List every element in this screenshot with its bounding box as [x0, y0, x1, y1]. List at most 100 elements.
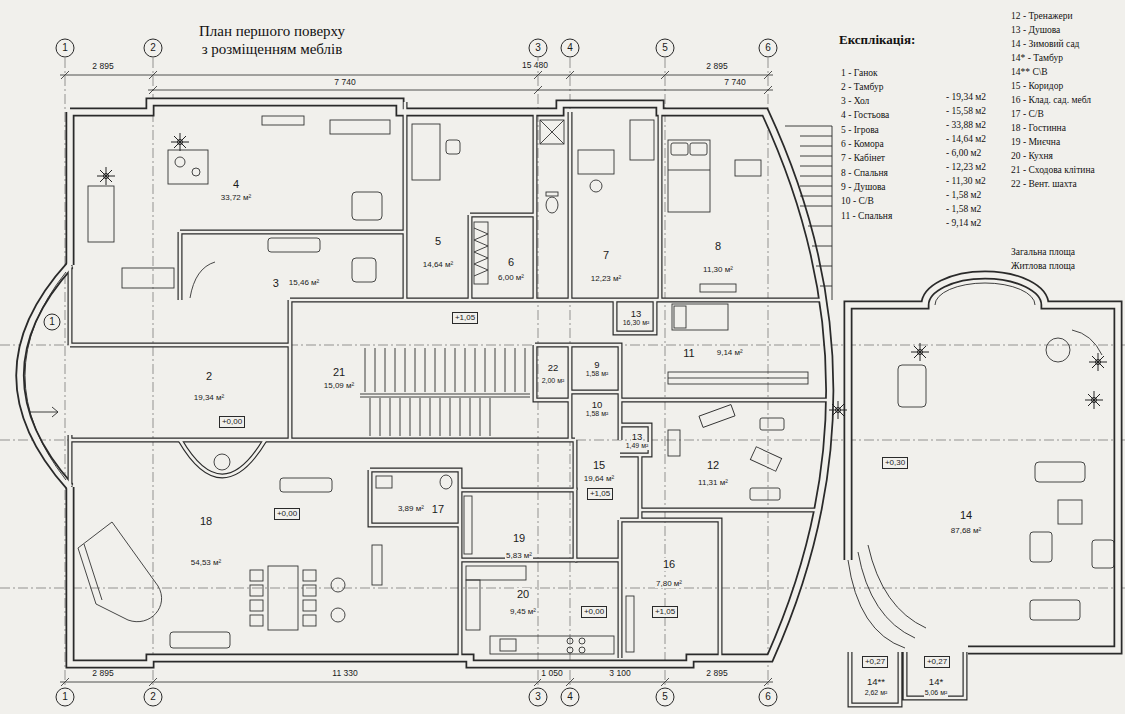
furniture-part [214, 454, 230, 470]
table-cell: - 11,30 м2 [945, 176, 987, 187]
furniture-part [190, 262, 215, 298]
axis-marker: 2 [149, 42, 157, 54]
axis-bubbles [44, 39, 777, 706]
room: 1854,53 м² [187, 512, 226, 570]
furniture-part [330, 120, 390, 134]
axis-bubbles-part [44, 314, 60, 330]
room-area: 2,00 м² [541, 377, 566, 385]
walls-part [70, 102, 965, 705]
room: 1519,64 м² [580, 456, 619, 486]
table-cell: 21 - Сходова клітина [1010, 165, 1096, 176]
axis-bubbles-part [759, 688, 777, 706]
table-cell: - 14,64 м2 [945, 134, 987, 145]
axis-marker: 6 [764, 42, 772, 54]
room: 131,49 м² [622, 429, 653, 454]
room: 433,72 м² [217, 175, 256, 205]
room: 22 2,00 м² [538, 360, 569, 388]
table-cell: - 1,58 м2 [945, 190, 982, 201]
room-area: 19,34 м² [193, 393, 225, 402]
furniture-part [760, 418, 784, 430]
room-number: 13 [630, 309, 643, 320]
furniture-part [540, 120, 564, 144]
furniture [78, 116, 1114, 654]
table-cell: - 1,58 м2 [945, 204, 982, 215]
table-cell: 7 - Кабінет [840, 153, 886, 164]
axis-marker: 1 [61, 691, 69, 703]
furniture-part [898, 365, 926, 407]
table-cell: 14 - Зимовий сад [1010, 39, 1080, 50]
level-mark: +0,00 [274, 508, 300, 519]
furniture-part [1058, 500, 1082, 524]
room: 66,00 м² [494, 253, 528, 285]
table-cell: 12 - Тренажери [1010, 11, 1074, 22]
furniture-part [668, 378, 808, 379]
axis-bubbles-part [529, 688, 547, 706]
room: 209,45 м² [506, 585, 540, 619]
room-number: 10 [591, 400, 604, 411]
dimension: 11 330 [331, 669, 358, 679]
furniture-part [750, 488, 780, 500]
furniture-part [1072, 330, 1102, 355]
furniture-part [546, 197, 558, 213]
furniture-part [250, 600, 263, 611]
room-number: 15 [592, 459, 606, 472]
furniture-part [672, 304, 728, 330]
furniture-part [699, 405, 735, 428]
furniture-part [303, 615, 316, 626]
room-area: 2,62 м² [864, 689, 889, 697]
room: 1211,31 м² [694, 456, 732, 490]
grid-axes-part [65, 58, 768, 688]
furniture-part [540, 120, 564, 144]
furniture-part [192, 168, 200, 176]
table-cell: 8 - Спальня [840, 168, 889, 179]
room: 219,34 м² [190, 367, 229, 405]
table-cell: Житлова площа [1010, 261, 1076, 272]
table-cell: Загальна площа [1010, 247, 1076, 258]
axis-bubbles-part [529, 39, 547, 57]
axis-bubbles-part [656, 688, 674, 706]
axis-bubbles-part [56, 688, 74, 706]
plan-details-part [848, 545, 926, 648]
furniture-part [303, 585, 316, 596]
room-number: 6 [507, 256, 515, 269]
table-cell: 22 - Вент. шахта [1010, 179, 1078, 190]
dimension: 2 895 [91, 669, 114, 679]
table-cell: 3 - Хол [840, 96, 870, 107]
room: 811,30 м² [699, 237, 737, 277]
room: 14**2,62 м² [861, 674, 892, 701]
room-number: 16 [662, 558, 676, 571]
furniture-part [630, 120, 654, 160]
room-number: 11 [682, 347, 695, 360]
axis-bubbles-part [561, 39, 579, 57]
room: 712,23 м² [587, 246, 626, 286]
plant-symbols-part [97, 167, 115, 185]
room-number: 22 [547, 363, 560, 374]
furniture-part [1035, 462, 1085, 482]
table-cell: 18 - Гостинна [1010, 123, 1067, 134]
furniture-part [88, 186, 114, 242]
table-heading: Експлікація: [838, 33, 916, 48]
plant-symbols-part [1089, 353, 1107, 371]
axis-bubbles-part [656, 39, 674, 57]
room: 195,83 м² [502, 529, 536, 563]
furniture-part [578, 150, 614, 174]
room: 91,58 м² [582, 357, 613, 382]
furniture-part [303, 570, 316, 581]
level-mark: +1,05 [652, 606, 678, 617]
grid-axes [0, 58, 1125, 688]
dimension: 2 895 [705, 669, 728, 679]
dimension: 2 895 [91, 62, 114, 72]
plant-symbols-part [911, 343, 929, 361]
room: 119,14 м² [679, 344, 747, 363]
room-number: 20 [516, 588, 530, 601]
furniture-part [372, 545, 382, 585]
table-cell: 20 - Кухня [1010, 151, 1054, 162]
dimension: 7 740 [333, 78, 356, 88]
furniture-part [168, 150, 208, 184]
table-cell: - 33,88 м2 [945, 120, 987, 131]
plan-details-part [25, 272, 66, 480]
dimension-lines-part [60, 75, 773, 682]
furniture-part [352, 192, 382, 220]
plant-symbols-part [829, 401, 847, 419]
level-mark: +0,30 [882, 457, 908, 468]
